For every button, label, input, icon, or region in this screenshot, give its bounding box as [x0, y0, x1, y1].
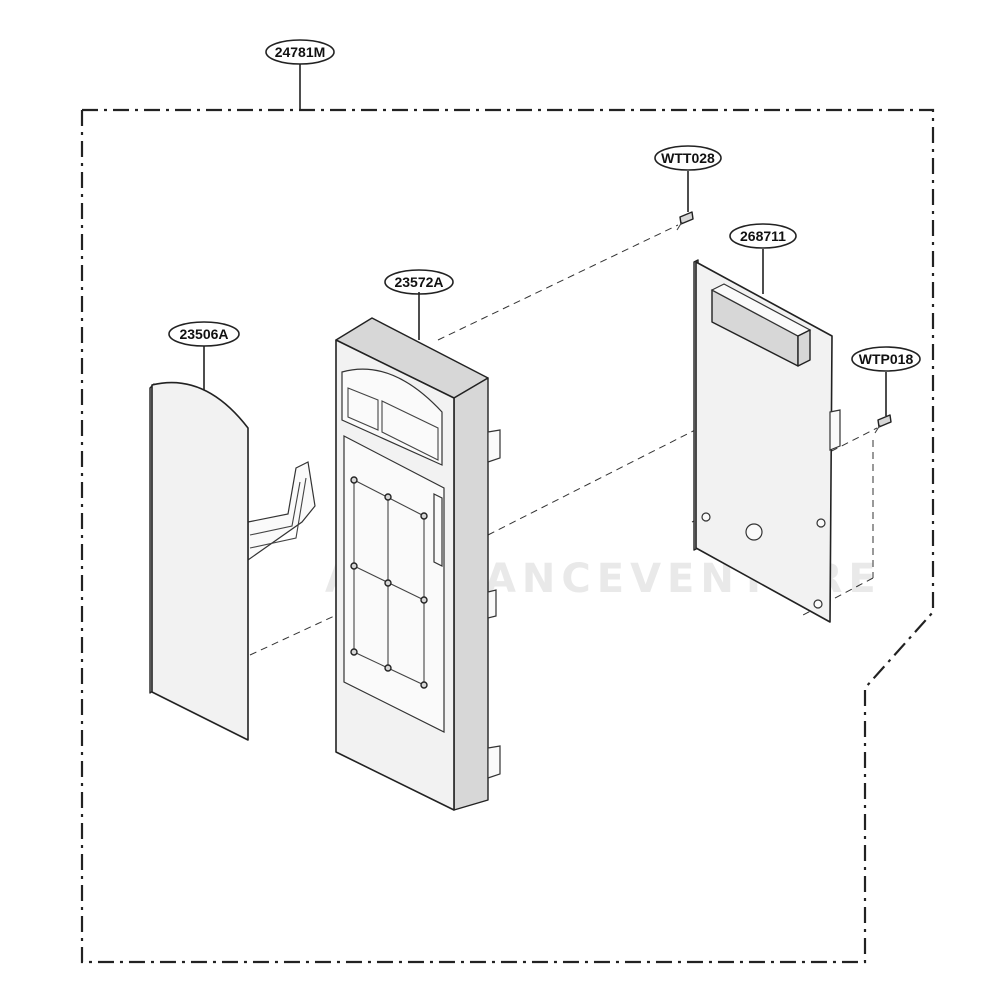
callout-oval	[654, 145, 722, 171]
ribbon-cable	[247, 461, 316, 562]
keypad-node	[384, 493, 392, 501]
label-membrane: 23506A	[179, 326, 228, 342]
callout-panel-frame: 23572A	[384, 269, 454, 295]
pcb-connector-tab	[829, 409, 841, 451]
keypad-recess	[343, 435, 445, 733]
mounting-clip	[487, 745, 501, 779]
label-pcb: 268711	[740, 228, 786, 244]
label-screw-right: WTP018	[859, 351, 914, 367]
callout-oval	[729, 223, 797, 249]
mounting-clip	[487, 429, 501, 463]
label-screw-top: WTT028	[661, 150, 715, 166]
pcb-buzzer	[745, 523, 763, 541]
callout-oval	[384, 269, 454, 295]
membrane-sheet	[151, 381, 249, 741]
pcb-part	[693, 259, 841, 623]
alignment-line	[691, 427, 878, 523]
keypad-node	[420, 596, 428, 604]
pcb-mount-hole	[813, 599, 823, 609]
keypad-node	[384, 664, 392, 672]
display-window-frame	[341, 368, 443, 466]
screw-wtt028	[676, 211, 694, 231]
pcb-display-module-side	[797, 329, 811, 367]
keypad-node	[350, 476, 358, 484]
screw-head	[877, 414, 892, 428]
callout-membrane: 23506A	[168, 321, 240, 347]
keypad-node	[350, 648, 358, 656]
callout-oval	[265, 39, 335, 65]
screw-head	[679, 211, 694, 225]
callout-screw-top: WTT028	[654, 145, 722, 171]
mounting-clip	[487, 589, 497, 619]
screw-wtp018	[874, 414, 892, 434]
pcb-mount-hole	[701, 512, 711, 522]
callout-oval	[168, 321, 240, 347]
screw-shank	[676, 221, 683, 231]
alignment-line	[437, 224, 679, 341]
callout-oval	[851, 346, 921, 372]
keypad-node	[350, 562, 358, 570]
callout-pcb: 268711	[729, 223, 797, 249]
panel-side-face	[453, 377, 489, 811]
keypad-node	[420, 681, 428, 689]
control-panel-frame-part	[335, 317, 501, 811]
assembly-boundary	[80, 108, 935, 964]
ribbon-cable-trace	[249, 477, 307, 549]
display-window	[381, 400, 439, 461]
display-window	[347, 387, 379, 431]
alignment-line	[487, 424, 706, 536]
keypad-node	[384, 579, 392, 587]
pcb-mount-hole	[816, 518, 826, 528]
screw-shank	[874, 424, 881, 434]
callout-assembly: 24781M	[265, 39, 335, 65]
label-assembly: 24781M	[275, 44, 326, 60]
keypad-node	[420, 512, 428, 520]
door-button-slot	[433, 493, 443, 567]
membrane-keypad-part	[149, 381, 316, 741]
callout-screw-right: WTP018	[851, 346, 921, 372]
label-panel-frame: 23572A	[394, 274, 443, 290]
ribbon-cable-trace	[249, 481, 301, 536]
